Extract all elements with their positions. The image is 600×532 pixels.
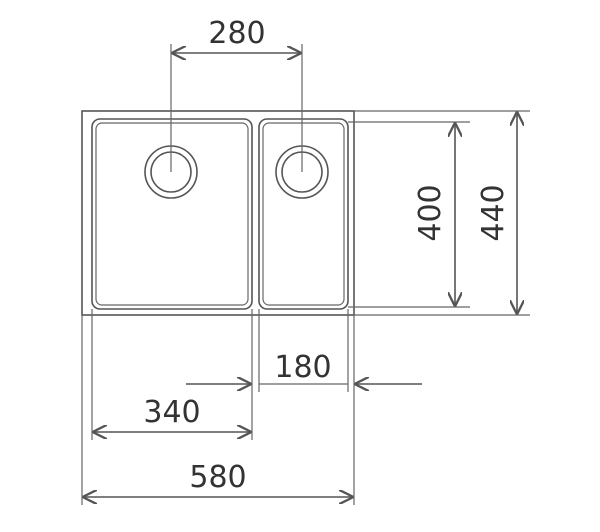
small-bowl-inner <box>262 122 345 306</box>
overall-width-label: 580 <box>189 460 246 495</box>
small-bowl-width-dimension: 180 <box>186 350 422 385</box>
large-bowl-inner <box>95 122 249 306</box>
outer-height-dimension: 440 <box>476 113 517 313</box>
small-bowl-outer <box>258 118 349 310</box>
inner-height-dimension: 400 <box>413 124 455 305</box>
small-bowl-width-label: 180 <box>274 350 331 385</box>
large-bowl-outer <box>91 118 253 310</box>
large-bowl-width-dimension: 340 <box>94 395 250 432</box>
sink-outer-outline <box>81 110 355 316</box>
outer-height-label: 440 <box>476 184 511 241</box>
large-bowl-width-label: 340 <box>143 395 200 430</box>
drain-spacing-label: 280 <box>208 16 265 51</box>
overall-width-dimension: 580 <box>84 460 352 497</box>
drain-spacing-dimension: 280 <box>170 16 303 172</box>
inner-height-label: 400 <box>413 184 448 241</box>
